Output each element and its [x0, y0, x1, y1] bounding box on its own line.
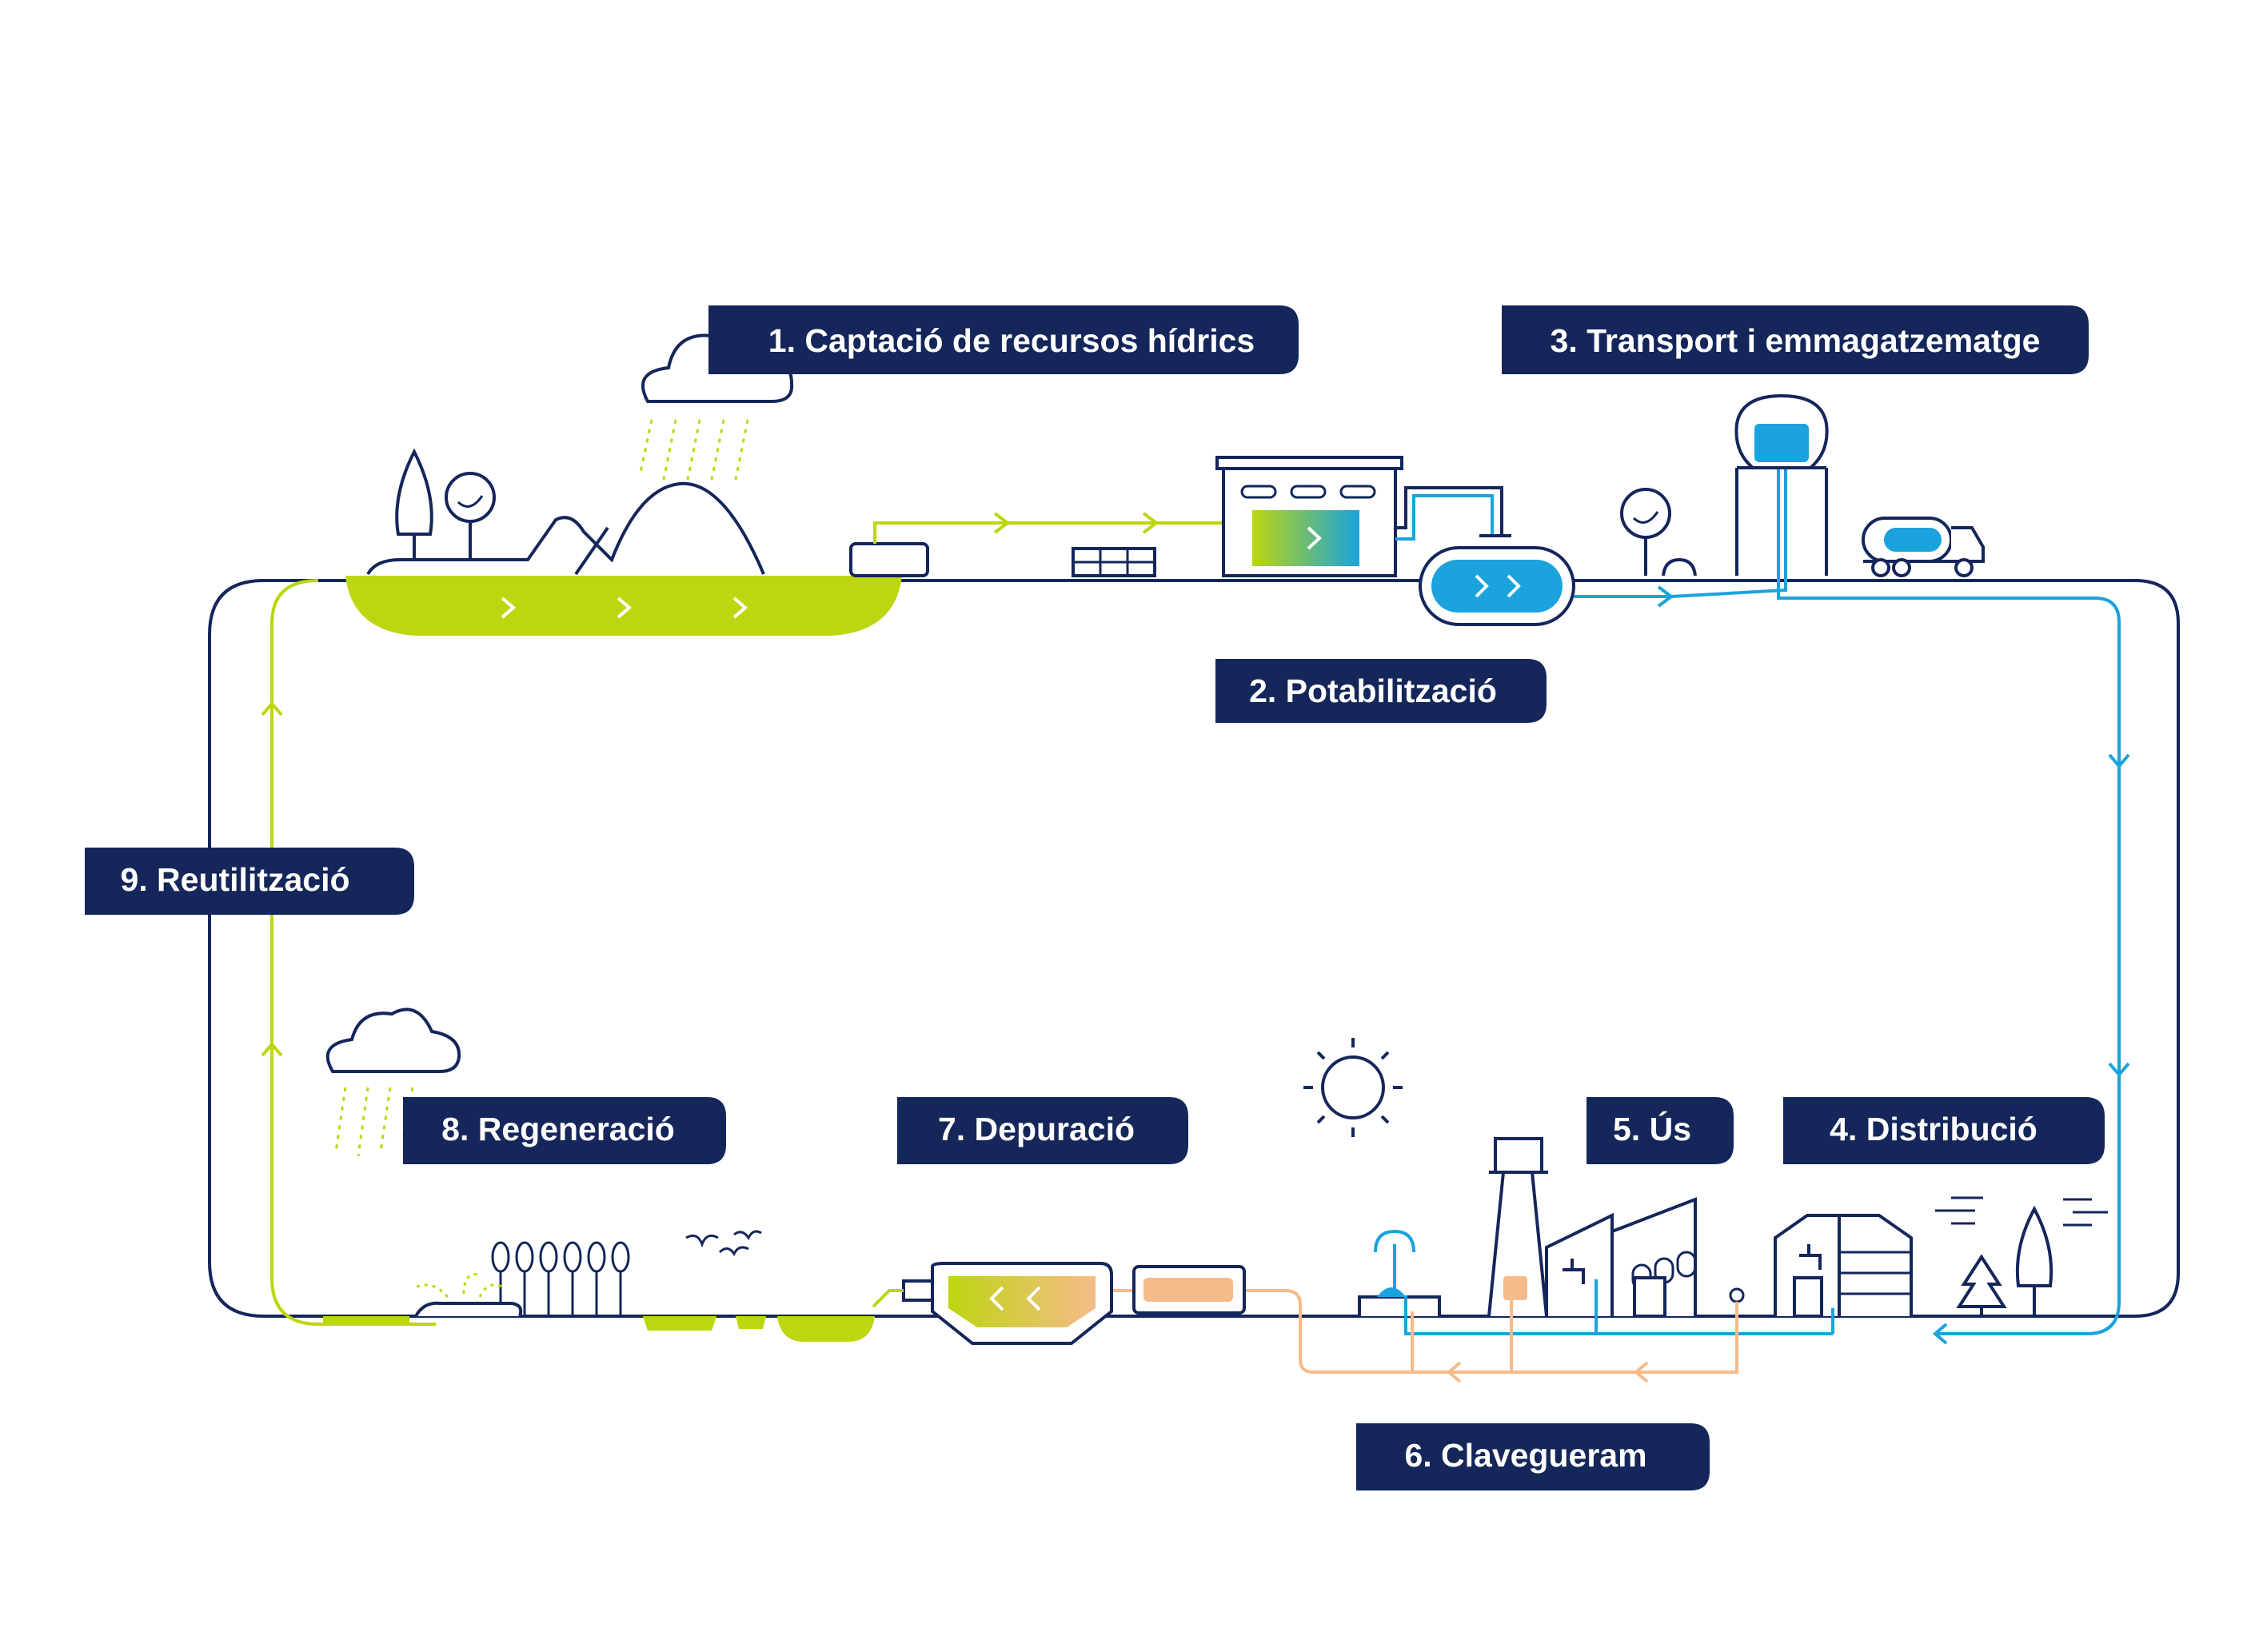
trees-icon	[1935, 1196, 2108, 1316]
water-tower-icon	[1734, 393, 1829, 576]
reuse-arrow-icon	[261, 1041, 283, 1057]
capture-landscape	[345, 329, 902, 636]
reservoir-icon	[345, 576, 902, 636]
transport-flow-line	[1574, 464, 2130, 1345]
round-tree-icon	[445, 472, 496, 523]
stage-label-7-text: 7. Depuració	[938, 1111, 1135, 1147]
tanker-truck-icon	[1862, 517, 1985, 577]
hills-icon	[366, 481, 765, 576]
raw-water-pipe	[849, 512, 1247, 577]
stage-label-6-text: 6. Clavegueram	[1404, 1437, 1646, 1474]
factory-icon	[1487, 1137, 1697, 1318]
stage-label-4: 4. Distribució	[1783, 1097, 2105, 1164]
crops-icon	[491, 1241, 630, 1316]
stage-label-3: 3. Transport i emmagatzematge	[1502, 305, 2089, 374]
rain-icon	[334, 1087, 414, 1157]
stage-label-5-text: 5. Ús	[1613, 1111, 1691, 1147]
treatment-plant-icon	[1215, 456, 1503, 577]
stage-label-2-text: 2. Potabilització	[1249, 672, 1497, 709]
stage-label-4-text: 4. Distribució	[1830, 1111, 2038, 1147]
tree-icon	[395, 448, 433, 536]
house-icon	[1774, 1214, 1913, 1318]
sewer-flow-line	[1112, 1289, 1738, 1383]
irrigation-icon	[414, 1273, 523, 1318]
ponds-icon	[323, 1316, 875, 1342]
stage-label-1-text: 1. Captació de recursos hídrics	[768, 322, 1255, 359]
round-tree-icon	[1620, 488, 1697, 577]
cloud-icon	[325, 1008, 461, 1073]
fountain-icon	[1358, 1229, 1441, 1316]
stage-label-2: 2. Potabilització	[1215, 659, 1547, 723]
rain-icon	[638, 419, 749, 481]
stage-label-1: 1. Captació de recursos hídrics	[708, 305, 1299, 374]
storage-tank-icon	[1419, 534, 1575, 626]
stage-label-8-text: 8. Regeneració	[441, 1111, 675, 1147]
cycle-outline	[208, 579, 2180, 1318]
reuse-arrow-icon	[261, 700, 283, 716]
stage-label-6: 6. Clavegueram	[1356, 1423, 1710, 1490]
stage-label-5: 5. Ús	[1587, 1097, 1734, 1164]
depuration-plant-icon	[872, 1262, 1246, 1345]
stage-label-9: 9. Reutilització	[85, 848, 414, 915]
stage-label-9-text: 9. Reutilització	[120, 861, 349, 898]
sun-icon	[1303, 1038, 1403, 1137]
distribution-branches	[1404, 1279, 1834, 1335]
stage-label-3-text: 3. Transport i emmagatzematge	[1551, 322, 2041, 359]
valve-icon	[1729, 1287, 1745, 1303]
stage-label-7: 7. Depuració	[897, 1097, 1188, 1164]
reuse-flow-line	[270, 579, 436, 1326]
birds-icon	[685, 1230, 762, 1256]
stage-label-8: 8. Regeneració	[403, 1097, 726, 1164]
